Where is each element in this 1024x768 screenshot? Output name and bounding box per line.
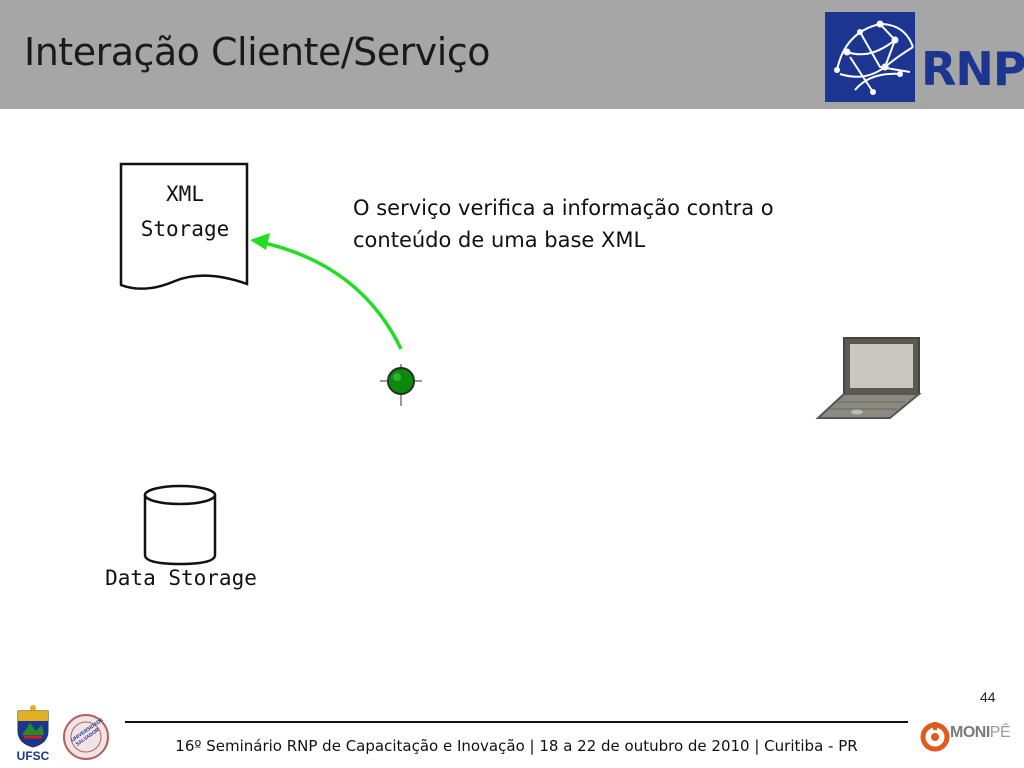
monipe-accent: PÊ	[989, 724, 1011, 741]
rnp-wordmark: RNP	[921, 42, 1024, 96]
monipe-logo: MONIPÊ	[920, 720, 1015, 756]
monipe-symbol-icon	[920, 722, 950, 752]
xml-storage-label-line1: XML	[166, 182, 204, 206]
query-arrow	[250, 233, 403, 350]
salvador-seal-icon	[63, 714, 109, 760]
service-node	[380, 364, 422, 406]
rnp-globe-icon	[825, 12, 915, 102]
footer-text: 16º Seminário RNP de Capacitação e Inova…	[175, 737, 858, 755]
footer-divider	[125, 721, 908, 723]
laptop-icon	[815, 337, 922, 419]
slide-header: Interação Cliente/Serviço	[0, 0, 1024, 109]
monipe-wordmark: MONIPÊ	[950, 724, 1011, 742]
ufsc-wordmark: UFSC	[16, 749, 50, 763]
document-icon	[119, 162, 249, 290]
universidade-salvador-logo: UNIVERSIDADE SALVADOR	[62, 713, 110, 761]
ufsc-logo: UFSC	[10, 705, 56, 763]
rnp-logo: RNP	[825, 12, 1024, 104]
slide-description: O serviço verifica a informação contra o…	[353, 196, 774, 252]
data-storage-label: Data Storage	[105, 566, 257, 590]
slide-number: 44	[980, 689, 996, 705]
ufsc-crest-icon	[17, 705, 49, 748]
interaction-diagram: XML Storage Data Storage	[105, 162, 922, 590]
monipe-main: MONI	[950, 724, 990, 741]
xml-storage-label-line2: Storage	[141, 217, 230, 241]
slide-title: Interação Cliente/Serviço	[24, 30, 491, 74]
database-icon	[143, 484, 217, 566]
